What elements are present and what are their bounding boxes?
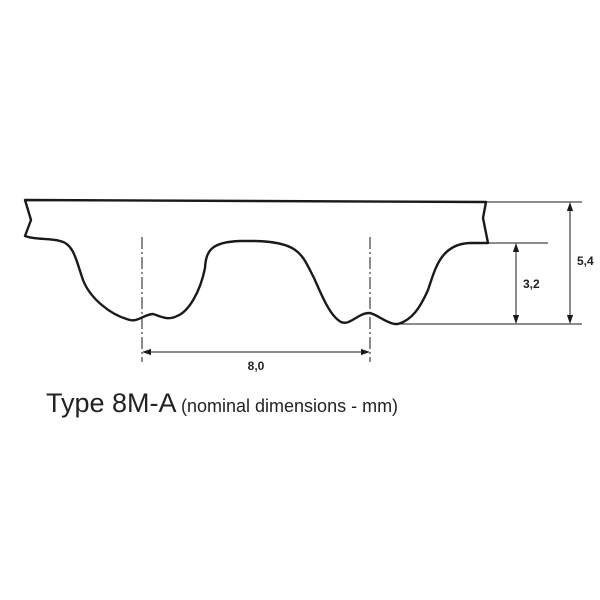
- caption-type: Type 8M-A: [46, 388, 177, 418]
- diagram-caption: Type 8M-A (nominal dimensions - mm): [46, 388, 398, 419]
- pitch-dimension-label: 8,0: [248, 359, 265, 373]
- belt-outline: [23, 198, 490, 326]
- tooth-height-label: 3,2: [523, 277, 540, 291]
- total-height-label: 5,4: [577, 254, 594, 268]
- caption-units-note: (nominal dimensions - mm): [181, 396, 399, 416]
